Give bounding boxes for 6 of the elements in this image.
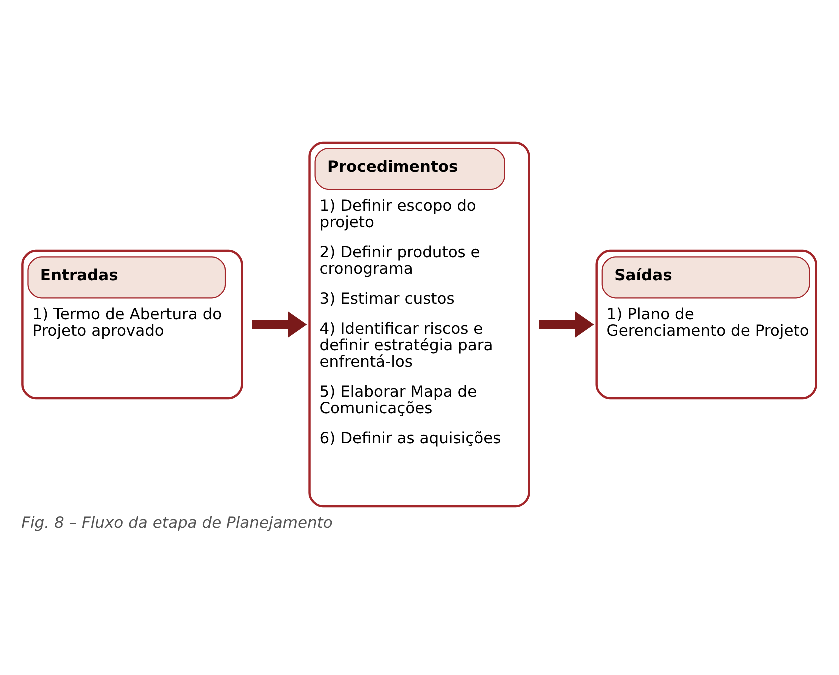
node-box: Entradas 1) Termo de Abertura do Projeto aprovado <box>22 250 244 400</box>
arrow <box>539 312 594 338</box>
node-box: Procedimentos 1) Definir escopo do projeto 2) Definir produtos e cronograma 3) Estimar custos 4) Identificar riscos e definir estratégia para enfrentá-los 5) Elaborar Mapa de Comunicações 6) Definir as aquisições <box>308 142 530 508</box>
caption: Fig. 8 – Fluxo da etapa de Planejamento <box>22 514 333 532</box>
node-box: Saídas 1) Plano de Gerenciamento de Projeto <box>596 250 818 400</box>
arrow <box>252 312 308 338</box>
